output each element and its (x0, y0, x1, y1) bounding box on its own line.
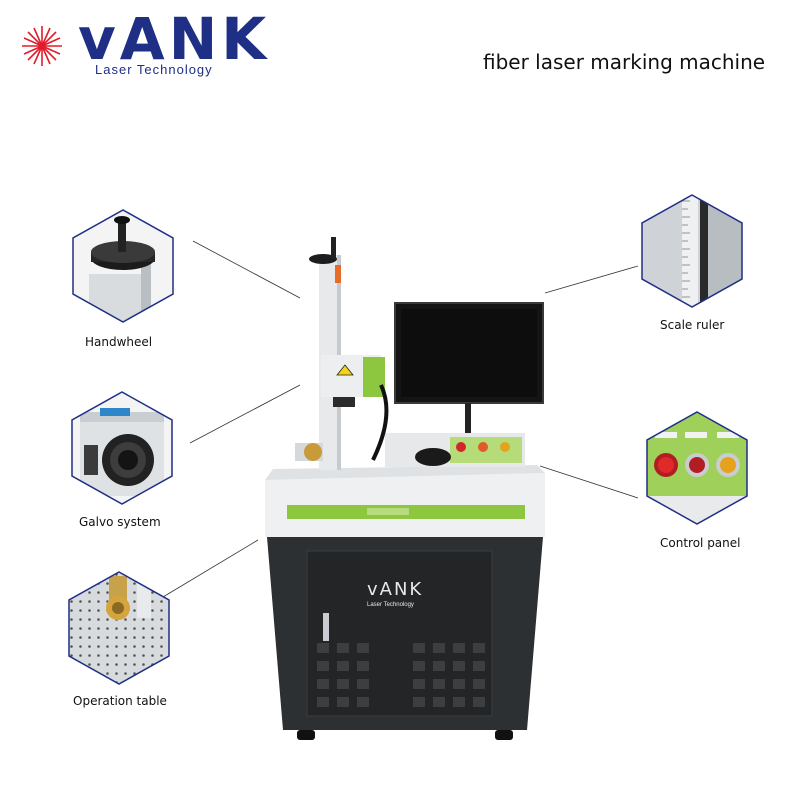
brand-name: vANK (78, 5, 271, 73)
cabinet-handle (323, 613, 329, 641)
cabinet-brand-logo: vANK (367, 579, 423, 600)
brand-logo: vANK Laser Technology (22, 10, 266, 78)
connector-galvo (189, 384, 301, 444)
connector-scale-ruler (544, 265, 639, 294)
feature-label-handwheel: Handwheel (85, 335, 153, 349)
scale-ruler-detail-image (641, 194, 743, 308)
cabinet-brand-tagline: Laser Technology (367, 602, 414, 608)
feature-label-scale-ruler: Scale ruler (660, 318, 725, 332)
operation-table-detail-image (68, 571, 170, 685)
feature-label-operation-table: Operation table (73, 694, 167, 708)
feature-label-control-panel: Control panel (660, 536, 741, 550)
connector-handwheel (192, 240, 301, 299)
connector-control-panel (539, 465, 639, 499)
connector-operation-table (157, 539, 259, 601)
galvo-system-detail-image (71, 391, 173, 505)
control-panel-detail-image (646, 411, 748, 525)
handwheel-detail-image (72, 209, 174, 323)
feature-label-galvo-system: Galvo system (79, 515, 161, 529)
brand-tagline: Laser Technology (95, 62, 213, 77)
laser-machine-image: vANK Laser Technology (265, 237, 545, 740)
page-title: fiber laser marking machine (483, 50, 766, 74)
laser-star-icon (22, 26, 62, 66)
